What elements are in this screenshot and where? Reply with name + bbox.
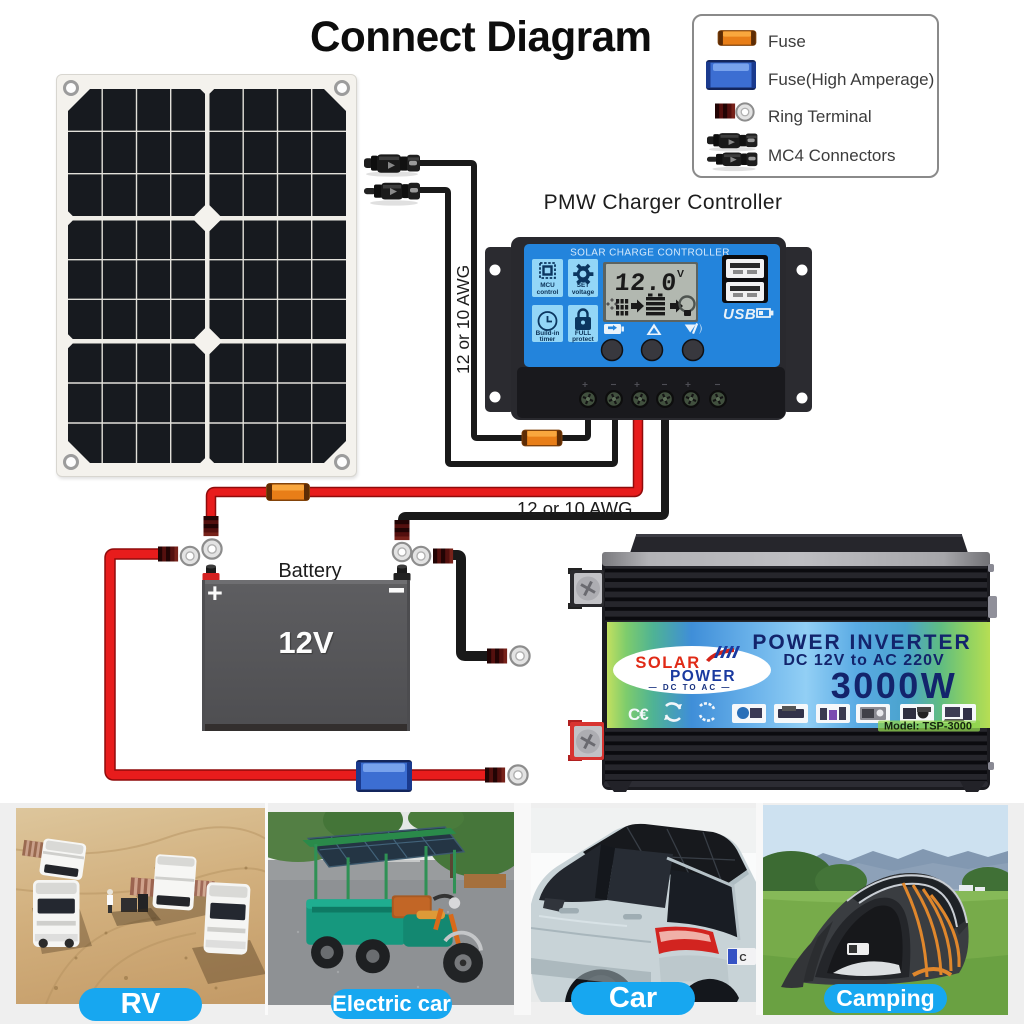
svg-text:MCU: MCU xyxy=(540,282,555,289)
svg-text:+: + xyxy=(207,578,223,608)
svg-text:— DC TO AC —: — DC TO AC — xyxy=(649,683,732,692)
svg-text:12V: 12V xyxy=(278,625,333,660)
svg-text:Model: TSP-3000: Model: TSP-3000 xyxy=(884,721,972,733)
svg-text:V: V xyxy=(677,268,684,280)
svg-text:USB: USB xyxy=(723,306,756,323)
svg-text:DC 12V to AC 220V: DC 12V to AC 220V xyxy=(783,652,944,669)
svg-text:SOLAR CHARGE CONTROLLER: SOLAR CHARGE CONTROLLER xyxy=(570,248,730,259)
svg-text:3000W: 3000W xyxy=(831,665,958,706)
svg-text:control: control xyxy=(537,289,559,296)
svg-text:C€: C€ xyxy=(628,705,649,724)
svg-text:voltage: voltage xyxy=(572,289,595,296)
svg-text:SOLAR: SOLAR xyxy=(635,654,700,672)
svg-text:FULL: FULL xyxy=(575,330,591,337)
svg-text:POWER INVERTER: POWER INVERTER xyxy=(752,631,971,654)
svg-text:protect: protect xyxy=(572,336,595,343)
svg-text:timer: timer xyxy=(540,336,556,343)
svg-text:Build-in: Build-in xyxy=(536,330,560,337)
svg-text:C: C xyxy=(739,953,746,964)
svg-text:POWER: POWER xyxy=(670,668,736,685)
svg-text:SET: SET xyxy=(577,282,590,289)
svg-text:12.0: 12.0 xyxy=(614,269,678,298)
